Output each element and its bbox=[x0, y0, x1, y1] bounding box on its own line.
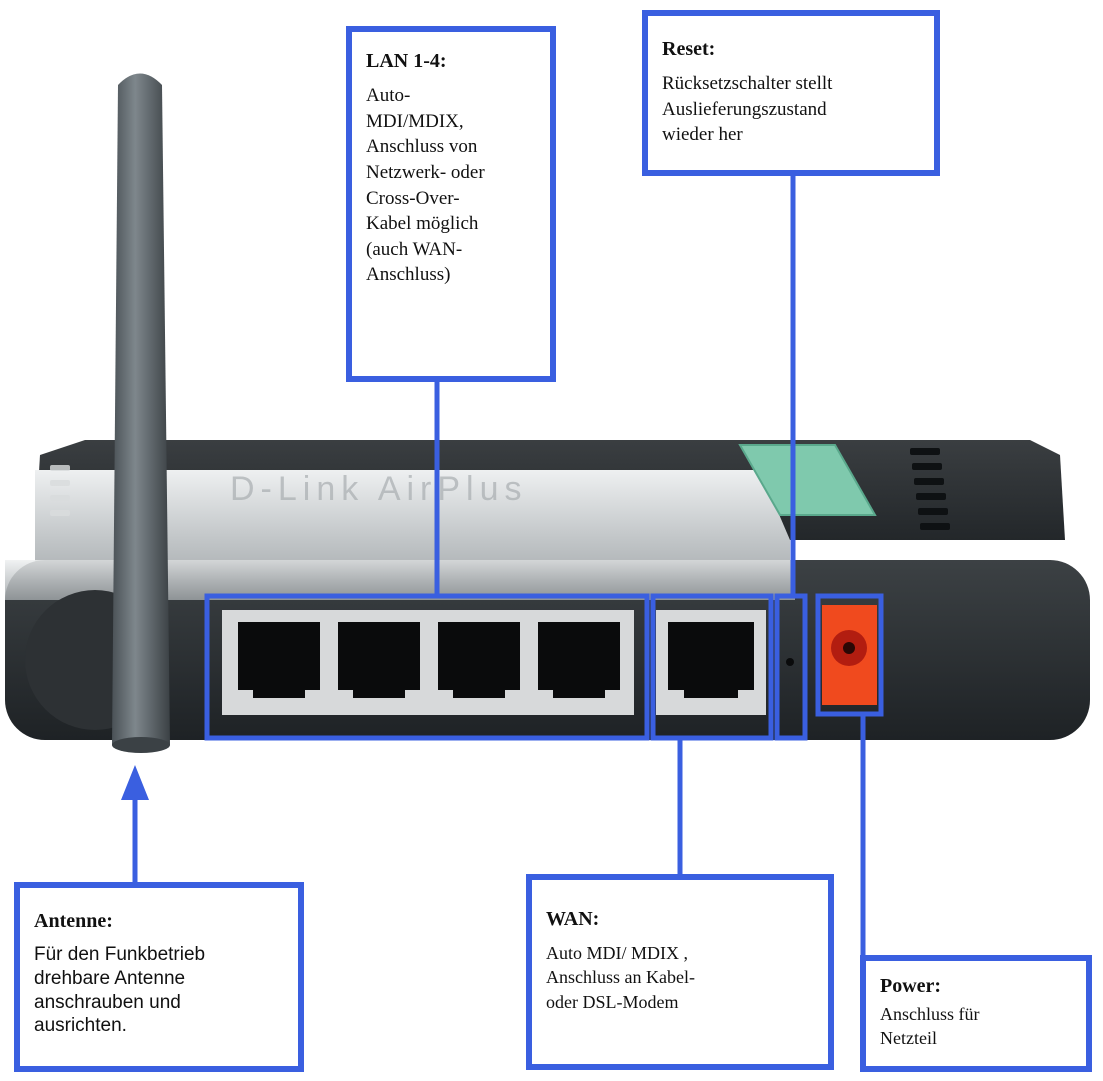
left-vents bbox=[50, 465, 70, 516]
power-title: Power: bbox=[880, 975, 942, 997]
right-vents bbox=[910, 448, 950, 530]
antenna-title: Antenne: bbox=[34, 910, 113, 932]
lan-title: LAN 1-4: bbox=[366, 50, 447, 72]
callout-reset: Reset: Rücksetzschalter stellt Ausliefer… bbox=[642, 10, 940, 176]
antenna-arrow-icon bbox=[121, 765, 149, 800]
wan-title: WAN: bbox=[546, 908, 600, 930]
lan-port-2 bbox=[338, 622, 420, 698]
wan-highlight bbox=[650, 593, 774, 741]
callout-power: Power: Anschluss für Netzteil bbox=[860, 955, 1092, 1072]
wan-port bbox=[656, 610, 766, 715]
connector-lines bbox=[132, 173, 866, 955]
reset-description: Rücksetzschalter stellt Auslieferungszus… bbox=[662, 73, 833, 146]
power-highlight bbox=[815, 593, 884, 717]
lan-description: Auto- MDI/MDIX, Anschluss von Netzwerk- … bbox=[366, 85, 485, 286]
lan-port-3 bbox=[438, 622, 520, 698]
lan-port-1 bbox=[238, 622, 320, 698]
power-description: Anschluss für Netzteil bbox=[880, 1004, 980, 1049]
lan-port-4 bbox=[538, 622, 620, 698]
antenna bbox=[112, 73, 170, 753]
router-brand-engraving: D-Link AirPlus bbox=[230, 470, 528, 508]
led-cover bbox=[738, 444, 877, 516]
reset-hole bbox=[786, 658, 794, 666]
power-jack bbox=[822, 605, 877, 705]
lan-ports bbox=[222, 610, 634, 715]
callout-wan: WAN: Auto MDI/ MDIX , Anschluss an Kabel… bbox=[526, 874, 834, 1070]
antenna-description: Für den Funkbetrieb drehbare Antenne ans… bbox=[34, 944, 206, 1037]
callout-antenna: Antenne: Für den Funkbetrieb drehbare An… bbox=[14, 882, 304, 1072]
reset-title: Reset: bbox=[662, 38, 716, 60]
wan-description: Auto MDI/ MDIX , Anschluss an Kabel- ode… bbox=[546, 943, 695, 1012]
callout-lan: LAN 1-4: Auto- MDI/MDIX, Anschluss von N… bbox=[346, 26, 556, 382]
lan-highlight bbox=[204, 593, 650, 741]
highlight-boxes bbox=[204, 593, 884, 741]
